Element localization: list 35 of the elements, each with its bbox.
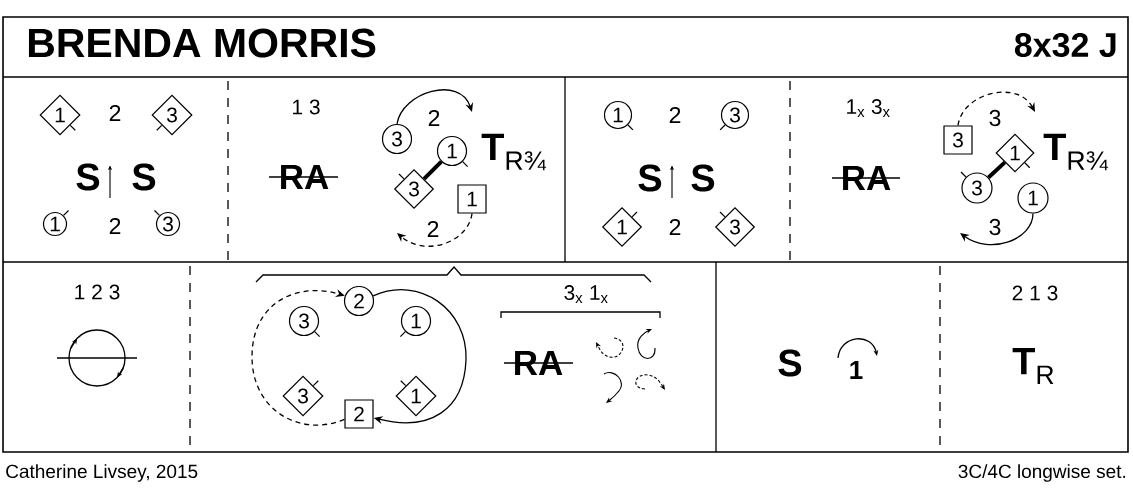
figure-code: T$_{R¾}$ (481, 133, 547, 171)
dancer-numbers: 1 3 (293, 99, 320, 115)
figure-code: T$_{R¾}$ (1043, 133, 1109, 171)
edge-label: 3 (987, 108, 1003, 128)
arrow (251, 289, 346, 426)
figure-code: S (132, 163, 156, 191)
arrow (397, 212, 473, 247)
figure-code: S (76, 163, 100, 191)
dancer-number: 2 (109, 104, 121, 122)
dancer-number: 2 (669, 106, 681, 124)
dancer-numbers: 3$_{x}$ 1$_{x}$ (564, 285, 608, 303)
set-description: 3C/4C longwise set. (958, 464, 1125, 482)
figure-code: S (691, 164, 715, 192)
author-credit: Catherine Livsey, 2015 (6, 464, 198, 482)
dancer-numbers: 2 1 3 (1012, 285, 1058, 301)
dancer-numbers: 1 2 3 (75, 284, 120, 300)
title: BRENDA MORRIS (28, 28, 376, 58)
numbered-square: 2 (344, 399, 374, 429)
edge-label: 2 (426, 108, 442, 128)
numbered-square: 1 (457, 184, 487, 214)
edge-label: 2 (425, 219, 441, 239)
arrow (960, 212, 1034, 246)
arrow (957, 91, 1035, 127)
dancer-number: 2 (109, 217, 121, 235)
numbered-square: 3 (943, 125, 973, 155)
figure-code: T$_{R}$ (1012, 348, 1054, 384)
figure-code: S (778, 349, 802, 377)
edge-label: 3 (987, 217, 1003, 237)
arrow (396, 89, 474, 125)
figure-code: S (638, 164, 662, 192)
dancer-number: 2 (669, 218, 681, 236)
dancer-numbers: 1$_{x}$ 3$_{x}$ (847, 99, 890, 117)
dancer-number: 1 (850, 361, 863, 379)
arrow (372, 289, 467, 425)
dance-format: 8x32 J (1014, 32, 1116, 58)
